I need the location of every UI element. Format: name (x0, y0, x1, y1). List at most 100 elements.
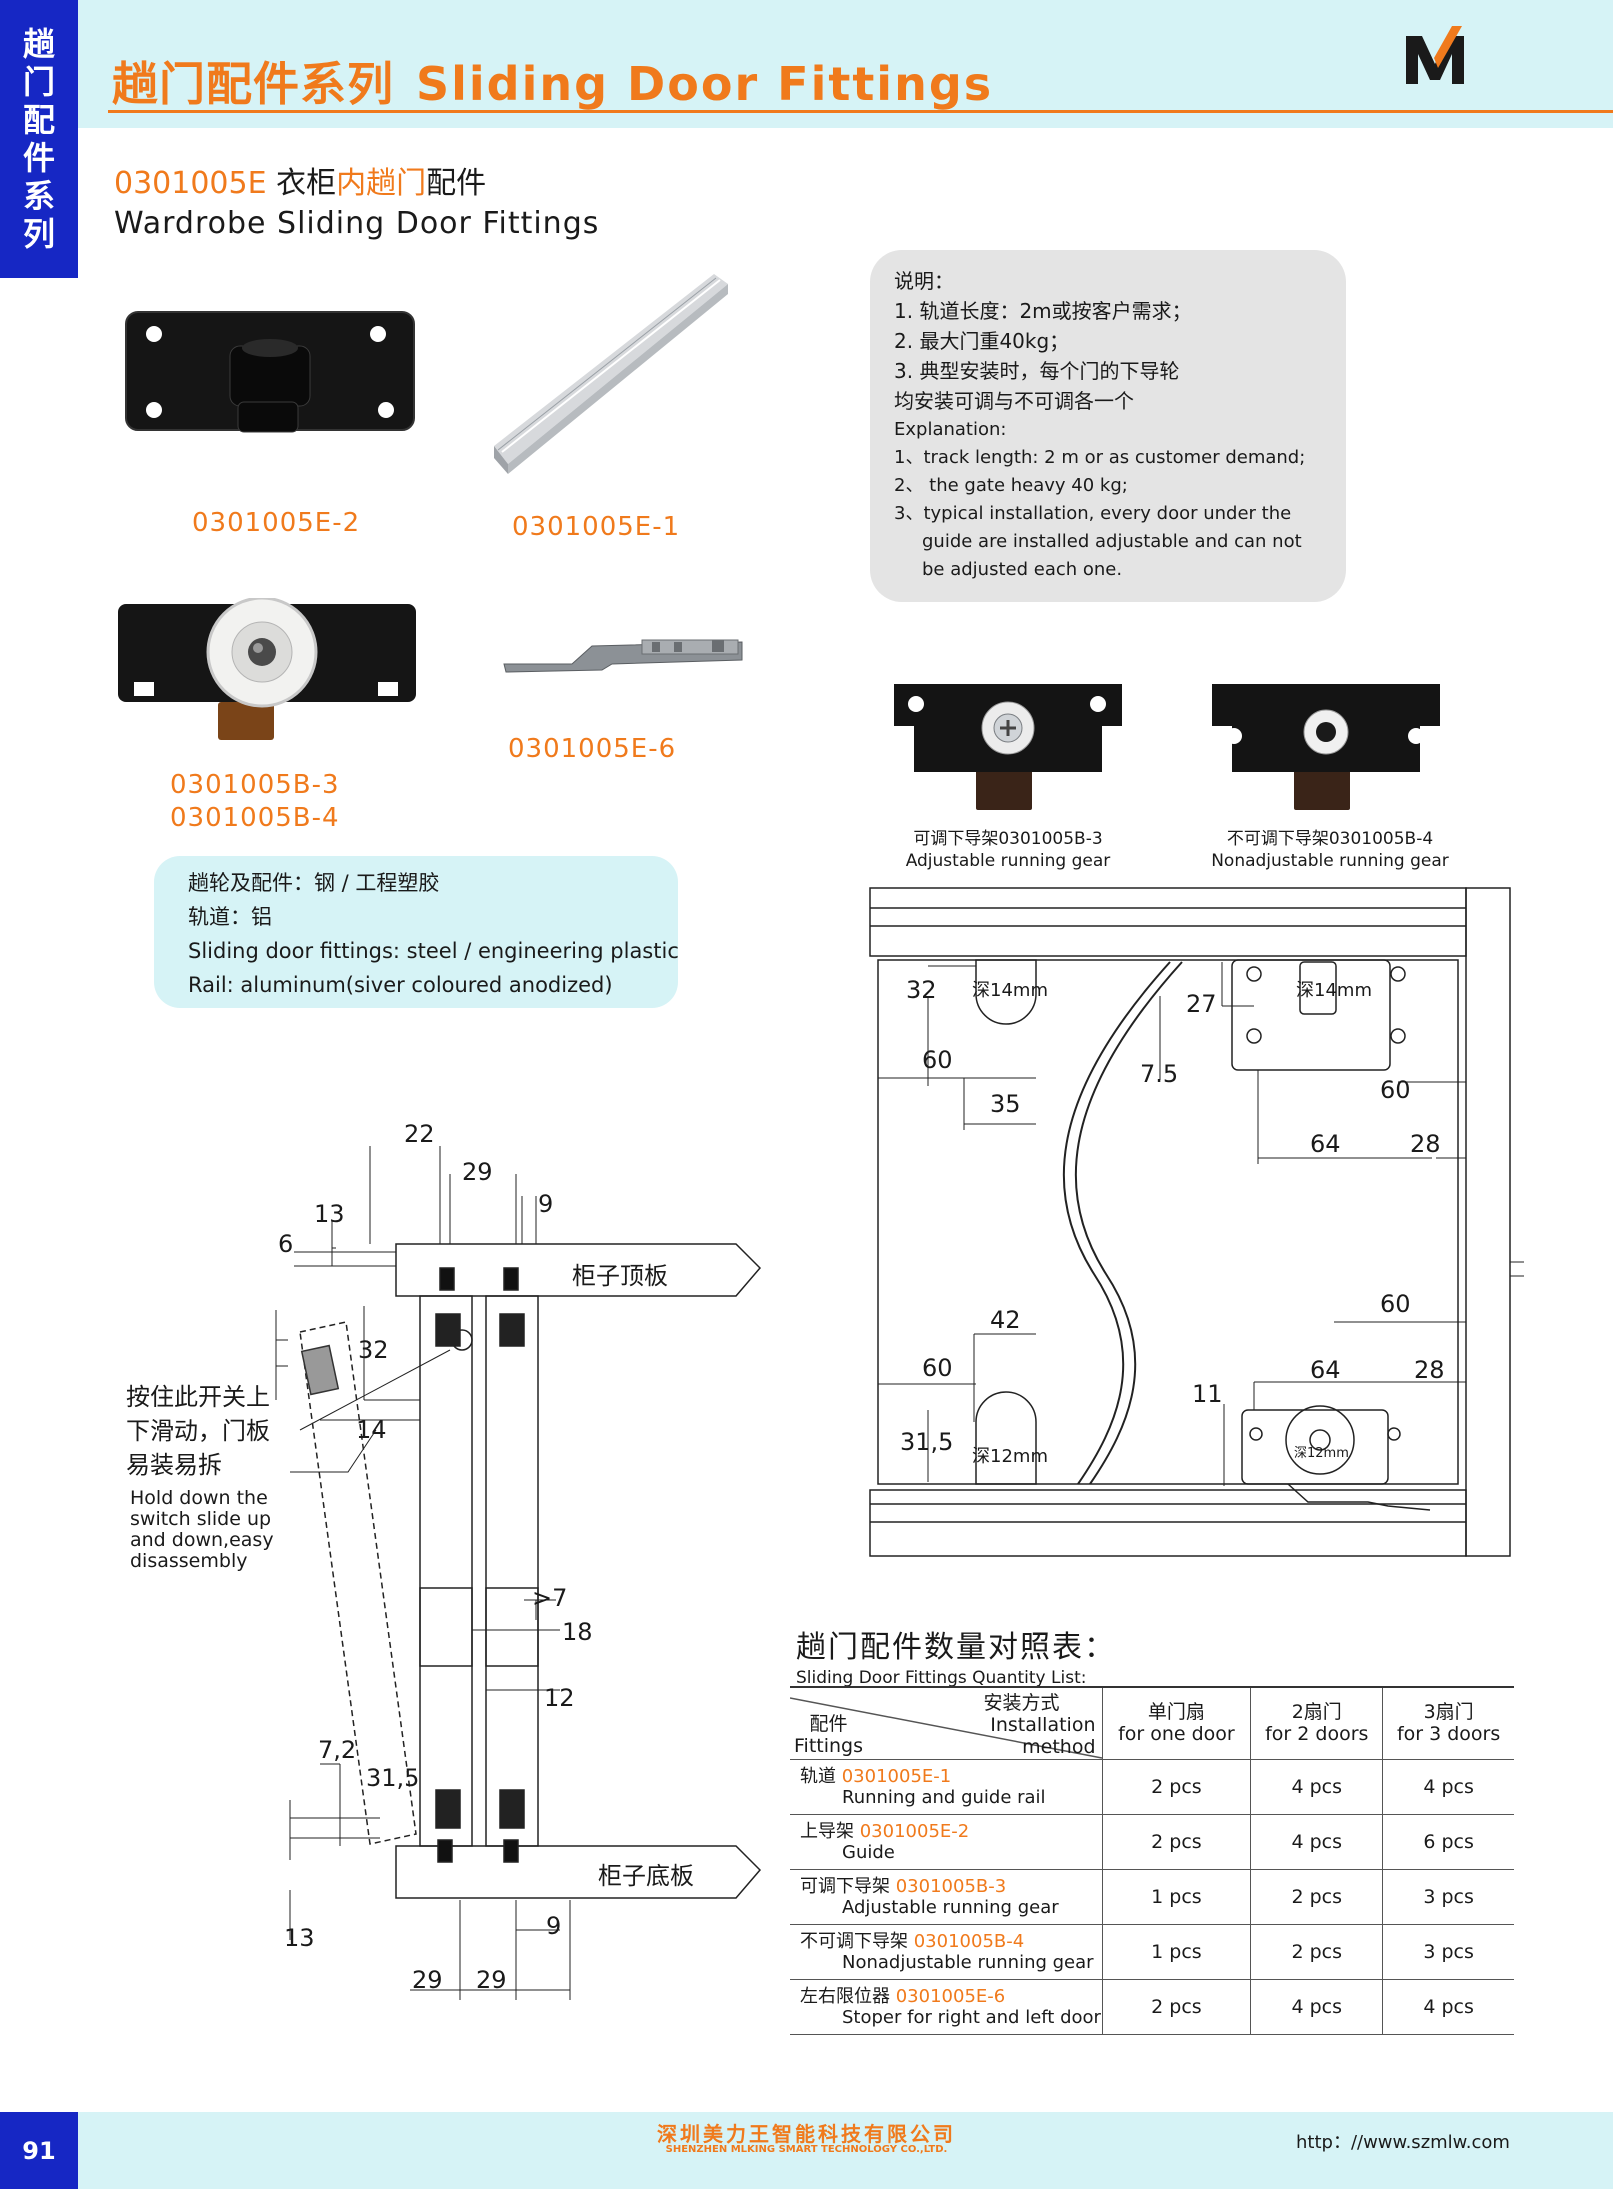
switch-note-en-line: and down,easy (130, 1529, 274, 1551)
row-value: 2 pcs (1101, 1814, 1251, 1870)
running-gear-photo (118, 598, 416, 740)
brand-logo-icon (1406, 26, 1464, 84)
section-dim: 22 (404, 1120, 435, 1148)
row-name-cn: 轨道 (800, 1765, 836, 1787)
side-tab-char: 配 (22, 101, 55, 139)
row-value: 1 pcs (1101, 1924, 1251, 1980)
header-fittings: 配件 Fittings (794, 1713, 863, 1757)
row-value: 3 pcs (1382, 1924, 1514, 1980)
switch-note-en-line: Hold down the (130, 1487, 268, 1509)
material-line: 趟轮及配件：钢 / 工程塑胶 (188, 871, 440, 895)
depth-label: 深12mm (972, 1446, 1048, 1467)
fixed-gear-caption-en: Nonadjustable running gear (1211, 851, 1449, 871)
page-number: 91 (0, 2112, 78, 2189)
page-title: 趟门配件系列 Sliding Door Fittings (112, 48, 993, 114)
row-value: 4 pcs (1250, 1979, 1383, 2035)
fixed-gear-caption-cn: 不可调下导架0301005B-4 (1226, 829, 1434, 849)
row-value: 4 pcs (1382, 1759, 1514, 1815)
quantity-title-en: Sliding Door Fittings Quantity List: (796, 1668, 1087, 1688)
header-fittings-cn: 配件 (809, 1712, 848, 1735)
section-dim: 9 (546, 1912, 562, 1940)
section-dim: 7,2 (318, 1736, 357, 1764)
row-value: 2 pcs (1101, 1759, 1251, 1815)
plan-dim: 42 (990, 1306, 1021, 1334)
header-method-cn: 安装方式 (983, 1692, 1060, 1714)
bottom-board-label: 柜子底板 (598, 1862, 694, 1890)
website-link[interactable]: http：//www.szmlw.com (1296, 2132, 1510, 2153)
row-value: 2 pcs (1101, 1979, 1251, 2035)
plan-dim: 7.5 (1140, 1060, 1179, 1088)
row-name-en: Adjustable running gear (842, 1896, 1059, 1918)
row-value: 4 pcs (1250, 1759, 1383, 1815)
row-code: 0301005B-4 (913, 1930, 1025, 1952)
switch-note-en: Hold down the switch slide up and down,e… (130, 1488, 274, 1572)
row-code: 0301005E-1 (841, 1765, 952, 1787)
section-dim: 6 (278, 1230, 294, 1258)
section-dim: 29 (476, 1966, 507, 1994)
table-header-row: 安装方式 Installation method 配件 Fittings 单门扇… (790, 1686, 1514, 1760)
title-rule (108, 110, 1613, 113)
material-line: Rail: aluminum(siver coloured anodized) (188, 973, 613, 997)
material-box: 趟轮及配件：钢 / 工程塑胶 轨道：铝 Sliding door fitting… (154, 856, 679, 1008)
row-name-en: Stoper for right and left door (842, 2006, 1101, 2028)
header-method-en-a: Installation (990, 1714, 1096, 1736)
adjustable-gear-photo (894, 684, 1122, 810)
title-en: Sliding Door Fittings (416, 57, 994, 111)
column-header-en: for one door (1118, 1723, 1235, 1746)
row-name-cn: 上导架 (800, 1820, 854, 1842)
side-tab-char: 列 (22, 215, 55, 253)
switch-note-cn: 按住此开关上 下滑动，门板 易装易拆 (126, 1380, 270, 1482)
section-dim: 18 (562, 1618, 593, 1646)
row-value: 4 pcs (1250, 1814, 1383, 1870)
top-board-label: 柜子顶板 (572, 1262, 668, 1290)
side-tab-char: 件 (22, 139, 55, 177)
row-name-en: Running and guide rail (842, 1786, 1046, 1808)
row-name-en: Nonadjustable running gear (842, 1951, 1094, 1973)
material-line: Sliding door fittings: steel / engineeri… (188, 939, 679, 963)
table-header-corner: 安装方式 Installation method 配件 Fittings (790, 1686, 1102, 1760)
explain-line-en: 1、track length: 2 m or as customer deman… (894, 447, 1306, 468)
gear-code-4: 0301005B-4 (170, 803, 340, 833)
title-cn: 趟门配件系列 (112, 57, 394, 111)
depth-label: 深14mm (1296, 980, 1372, 1001)
guide-photo (125, 311, 415, 433)
explain-heading-en: Explanation: (894, 419, 1007, 440)
row-value: 4 pcs (1382, 1979, 1514, 2035)
quantity-table: 安装方式 Installation method 配件 Fittings 单门扇… (790, 1686, 1514, 2035)
column-header-cn: 2扇门 (1291, 1701, 1342, 1724)
fixed-gear-photo (1212, 684, 1440, 810)
gear-code-3: 0301005B-3 (170, 770, 340, 800)
section-dim: 32 (358, 1336, 389, 1364)
plan-dim: 60 (1380, 1290, 1411, 1318)
product-code: 0301005E (114, 166, 267, 201)
section-dim: 29 (412, 1966, 443, 1994)
header-diagonal (790, 1697, 1102, 1759)
stopper-photo (503, 639, 743, 673)
explain-line-en: 2、 the gate heavy 40 kg; (894, 475, 1128, 496)
plan-dim: 64 (1310, 1130, 1341, 1158)
switch-note-en-line: disassembly (130, 1550, 248, 1572)
switch-note-cn-line: 易装易拆 (126, 1451, 222, 1479)
side-tab-char: 系 (22, 177, 55, 215)
header-fittings-en: Fittings (794, 1734, 864, 1757)
explain-line-en: 3、typical installation, every door under… (894, 503, 1292, 524)
row-value: 2 pcs (1250, 1869, 1383, 1925)
plan-dim: 35 (990, 1090, 1021, 1118)
footer-band (0, 2112, 1613, 2189)
adjustable-gear-caption-cn: 可调下导架0301005B-3 (913, 829, 1103, 849)
column-header-cn: 单门扇 (1147, 1701, 1205, 1724)
column-header-cn: 3扇门 (1423, 1701, 1474, 1724)
explain-line-cn: 3. 典型安装时，每个门的下导轮 (894, 359, 1180, 383)
depth-label: 深14mm (972, 980, 1048, 1001)
row-name-cn: 左右限位器 (800, 1985, 890, 2007)
switch-note-cn-line: 按住此开关上 (126, 1383, 270, 1411)
side-tab-char: 趟 (22, 25, 55, 63)
row-code: 0301005E-2 (859, 1820, 970, 1842)
